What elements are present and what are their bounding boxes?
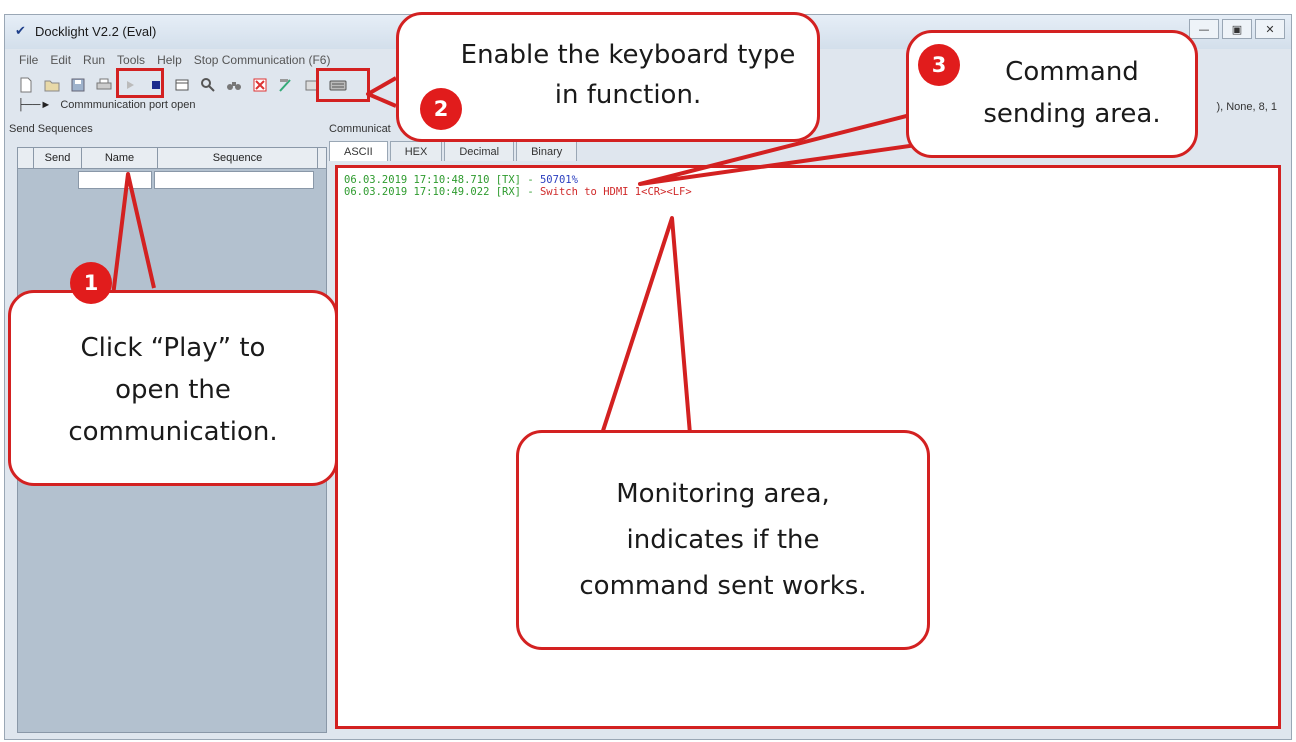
name-cell[interactable] (78, 171, 152, 189)
log-timestamp: 06.03.2019 17:10:49.022 [RX] - (344, 186, 534, 198)
log-line-rx: 06.03.2019 17:10:49.022 [RX] - Switch to… (344, 186, 692, 198)
log-text: Switch to HDMI 1<CR><LF> (539, 186, 692, 198)
tab-binary[interactable]: Binary (516, 141, 578, 161)
callout-command-area: Command sending area. (906, 30, 1198, 158)
callout-monitoring-text: Monitoring area, indicates if the comman… (579, 479, 867, 601)
menu-bar: File Edit Run Tools Help Stop Communicat… (5, 49, 1291, 71)
callout-keyboard: Enable the keyboard type in function. (396, 12, 820, 142)
menu-file[interactable]: File (19, 53, 39, 67)
callout-number-2: 2 (420, 88, 462, 130)
view-tabs: ASCII HEX Decimal Binary (329, 141, 579, 161)
callout-number-1: 1 (70, 262, 112, 304)
settings-icon[interactable] (173, 76, 191, 94)
open-folder-icon[interactable] (43, 76, 61, 94)
menu-edit[interactable]: Edit (50, 53, 72, 67)
callout-number-3: 3 (918, 44, 960, 86)
table-row (18, 171, 326, 189)
minimize-button[interactable]: — (1189, 19, 1219, 39)
print-icon[interactable] (95, 76, 113, 94)
window-title: Docklight V2.2 (Eval) (35, 24, 157, 39)
callout-play: Click “Play” to open the communication. (8, 290, 338, 486)
clear-icon[interactable] (251, 76, 269, 94)
callout-command-text: Command sending area. (983, 57, 1161, 129)
col-sequence[interactable]: Sequence (158, 148, 318, 168)
stop-icon[interactable] (147, 76, 165, 94)
log-lines: 06.03.2019 17:10:48.710 [TX] - 50701% 06… (344, 174, 692, 198)
row-selector-icon (18, 148, 34, 168)
menu-tools[interactable]: Tools (117, 53, 146, 67)
play-icon[interactable] (121, 76, 139, 94)
log-line-tx: 06.03.2019 17:10:48.710 [TX] - 50701% (344, 174, 692, 186)
port-status: ├──► Commmunication port open (17, 99, 195, 117)
log-text: 50701% (539, 174, 578, 186)
menu-help[interactable]: Help (157, 53, 182, 67)
tab-ascii[interactable]: ASCII (329, 141, 388, 161)
send-sequences-header-row: Send Name Sequence (18, 148, 326, 169)
plug-icon: ├──► (17, 99, 52, 111)
find-icon[interactable] (199, 76, 217, 94)
callout-monitoring: Monitoring area, indicates if the comman… (516, 430, 930, 650)
keyboard-highlight (316, 68, 370, 102)
play-stop-highlight (116, 68, 164, 98)
app-icon: ✔ (15, 24, 26, 39)
script-icon[interactable] (277, 76, 295, 94)
col-name[interactable]: Name (82, 148, 158, 168)
close-button[interactable]: ✕ (1255, 19, 1285, 39)
sequence-cell[interactable] (154, 171, 314, 189)
port-status-text: Commmunication port open (60, 99, 196, 111)
log-timestamp: 06.03.2019 17:10:48.710 [TX] - (344, 174, 534, 186)
binoculars-icon[interactable] (225, 76, 243, 94)
callout-play-text: Click “Play” to open the communication. (68, 333, 278, 447)
toolbar (5, 71, 1291, 99)
maximize-button[interactable]: ▣ (1222, 19, 1252, 39)
port-params: ), None, 8, 1 (1216, 101, 1277, 113)
tab-decimal[interactable]: Decimal (444, 141, 515, 161)
new-file-icon[interactable] (17, 76, 35, 94)
menu-stop-communication[interactable]: Stop Communication (F6) (193, 53, 331, 67)
window-controls: — ▣ ✕ (1189, 19, 1285, 39)
col-send[interactable]: Send (34, 148, 82, 168)
send-sequences-header: Send Sequences (9, 123, 93, 135)
communication-header: Communicat (329, 123, 391, 135)
save-icon[interactable] (69, 76, 87, 94)
menu-run[interactable]: Run (83, 53, 106, 67)
callout-keyboard-text: Enable the keyboard type in function. (460, 40, 796, 110)
keyboard-icon[interactable] (329, 76, 347, 94)
